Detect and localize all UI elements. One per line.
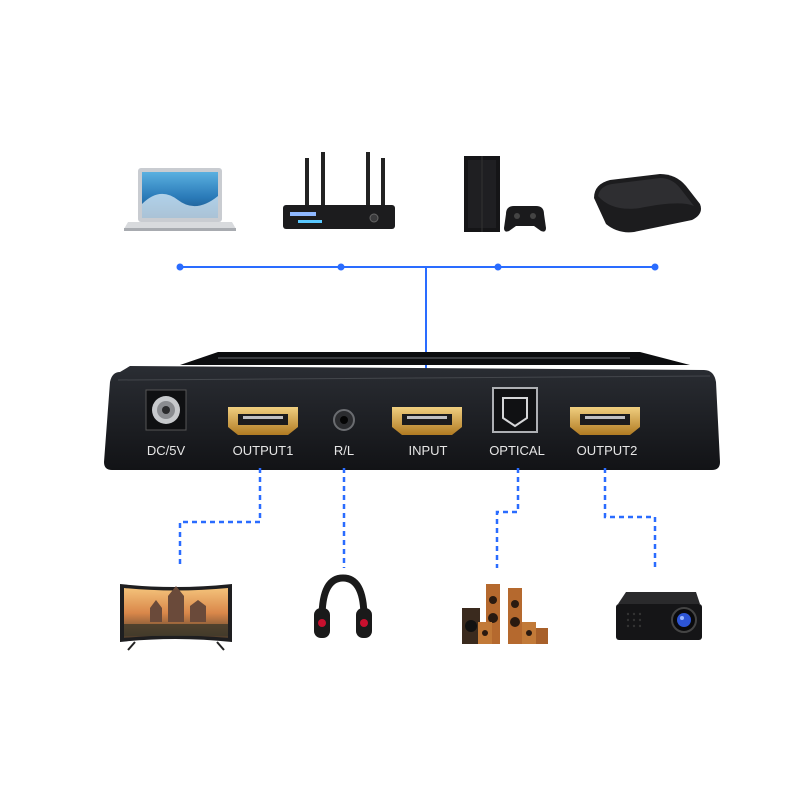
media-player-icon [594,174,701,233]
hdmi-output1-port [228,407,298,435]
port-labels: DC/5V OUTPUT1 R/L INPUT OPTICAL OUTPUT2 [147,443,637,458]
port-label-output1: OUTPUT1 [233,443,294,458]
hdmi-output2-port [570,407,640,435]
dc-port [145,389,187,431]
output-connectors [178,468,657,568]
optical-port [492,387,538,433]
source-node-2 [337,263,345,271]
game-console-icon [464,156,546,232]
connector-optical [495,468,520,568]
port-label-input: INPUT [409,443,448,458]
port-label-dc: DC/5V [147,443,186,458]
laptop-icon [124,168,236,231]
port-label-output2: OUTPUT2 [577,443,638,458]
connector-output2 [603,468,657,568]
source-node-3 [494,263,502,271]
source-node-4 [651,263,659,271]
source-node-1 [176,263,184,271]
connector-output1 [178,468,262,568]
port-label-optical: OPTICAL [489,443,545,458]
curved-tv-icon [120,584,232,651]
port-label-rl: R/L [334,443,354,458]
tv-box-router-icon [283,152,395,229]
hdmi-input-port [392,407,462,435]
projector-icon [616,592,702,640]
headphones-icon [314,574,372,638]
speaker-system-icon [462,584,548,644]
audio-rl-port [333,409,355,431]
